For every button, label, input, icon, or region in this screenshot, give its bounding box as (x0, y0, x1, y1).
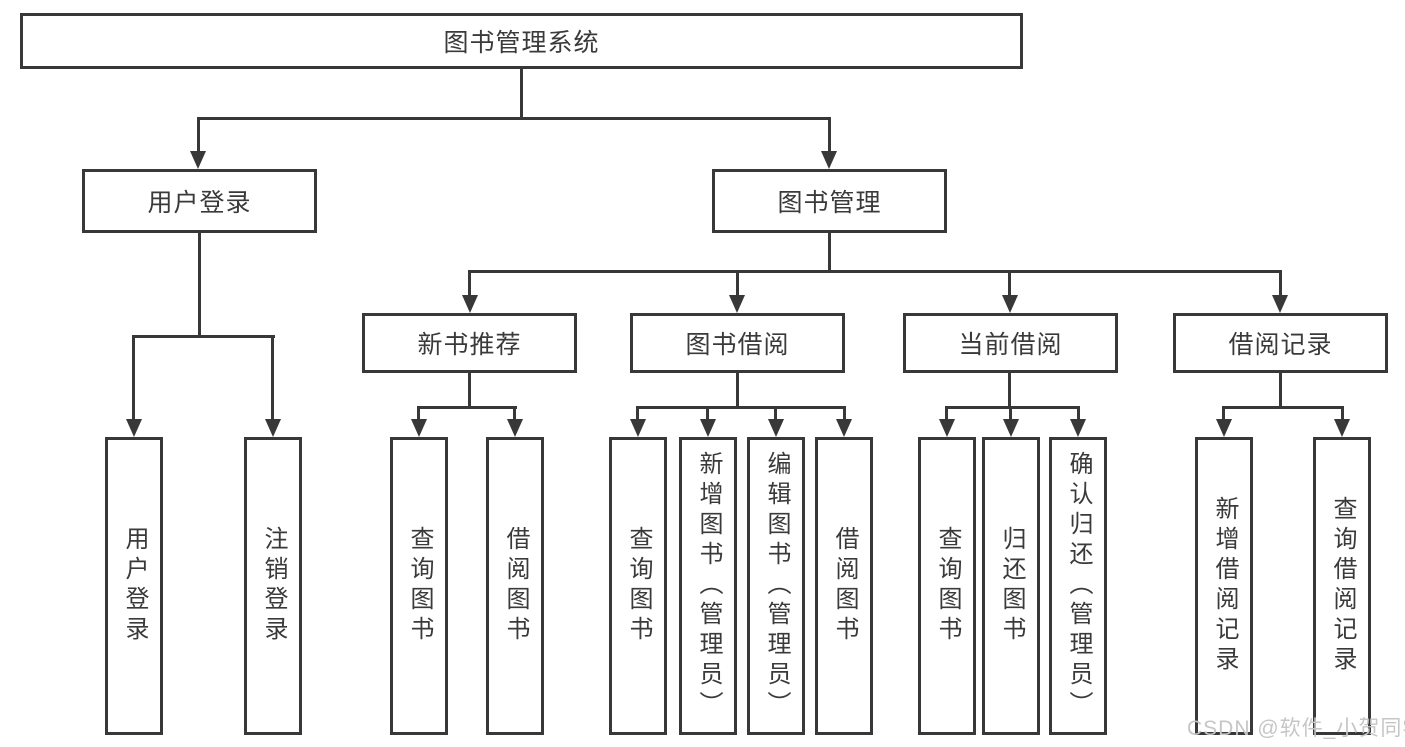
connector-line (736, 270, 739, 297)
arrowhead-down-icon (1070, 419, 1086, 437)
connector-line (468, 270, 1282, 273)
connector-line (1077, 406, 1080, 421)
connector-line (1341, 406, 1344, 421)
arrowhead-down-icon (1272, 295, 1288, 313)
connector-line (468, 373, 471, 409)
leaf-node-query-books-borrowing: 查询图书 (609, 437, 667, 735)
connector-line (1279, 373, 1282, 409)
connector-line (1008, 270, 1011, 297)
arrowhead-down-icon (462, 295, 478, 313)
leaf-label: 归还图书 (998, 526, 1025, 646)
arrowhead-down-icon (265, 419, 281, 437)
node-book-management: 图书管理 (712, 169, 947, 233)
connector-line (197, 117, 200, 153)
leaf-node-query-books-current: 查询图书 (918, 437, 976, 735)
leaf-node-borrow-books-recommend: 借阅图书 (486, 437, 544, 735)
arrowhead-down-icon (821, 151, 837, 169)
leaf-node-query-books-recommend: 查询图书 (390, 437, 448, 735)
leaf-label: 查询图书 (406, 526, 433, 646)
node-library-management-system: 图书管理系统 (20, 13, 1023, 69)
leaf-node-logout: 注销登录 (244, 437, 302, 735)
node-user-login: 用户登录 (82, 169, 317, 233)
arrowhead-down-icon (411, 419, 427, 437)
arrowhead-down-icon (630, 419, 646, 437)
arrowhead-down-icon (1003, 419, 1019, 437)
arrowhead-down-icon (729, 295, 745, 313)
leaf-label: 查询图书 (934, 526, 961, 646)
arrowhead-down-icon (700, 419, 716, 437)
leaf-node-user-login: 用户登录 (105, 437, 163, 735)
arrowhead-down-icon (190, 151, 206, 169)
leaf-label: 查询图书 (625, 526, 652, 646)
leaf-node-add-book-admin: 新增图书（管理员） (679, 437, 737, 735)
connector-line (468, 270, 471, 297)
connector-line (1008, 373, 1011, 409)
connector-line (513, 406, 516, 421)
connector-line (271, 335, 274, 421)
connector-line (1009, 406, 1012, 421)
leaf-node-add-borrow-record: 新增借阅记录 (1195, 437, 1253, 735)
arrowhead-down-icon (507, 419, 523, 437)
leaf-label: 新增借阅记录 (1211, 496, 1238, 676)
connector-line (828, 117, 831, 153)
connector-line (828, 233, 831, 273)
arrowhead-down-icon (1334, 419, 1350, 437)
node-current-borrowing: 当前借阅 (903, 313, 1118, 373)
leaf-node-edit-book-admin: 编辑图书（管理员） (747, 437, 805, 735)
leaf-node-confirm-return-admin: 确认归还（管理员） (1049, 437, 1107, 735)
arrowhead-down-icon (939, 419, 955, 437)
connector-line (706, 406, 709, 421)
leaf-label: 新增图书（管理员） (695, 451, 722, 721)
connector-line (1222, 406, 1344, 409)
connector-line (636, 406, 846, 409)
connector-line (736, 373, 739, 409)
leaf-label: 查询借阅记录 (1329, 496, 1356, 676)
arrowhead-down-icon (1002, 295, 1018, 313)
connector-line (132, 335, 275, 338)
arrowhead-down-icon (1216, 419, 1232, 437)
leaf-node-return-book: 归还图书 (982, 437, 1040, 735)
leaf-label: 确认归还（管理员） (1065, 451, 1092, 721)
connector-line (945, 406, 1080, 409)
connector-line (1222, 406, 1225, 421)
connector-line (197, 117, 831, 120)
connector-line (843, 406, 846, 421)
connector-line (198, 233, 201, 338)
connector-line (132, 335, 135, 421)
leaf-label: 用户登录 (121, 526, 148, 646)
connector-line (417, 406, 517, 409)
arrowhead-down-icon (768, 419, 784, 437)
leaf-node-query-borrow-record: 查询借阅记录 (1313, 437, 1371, 735)
node-book-borrowing: 图书借阅 (630, 313, 845, 373)
node-new-book-recommendation: 新书推荐 (362, 313, 577, 373)
watermark: CSDN @软件_小贺同学 (1187, 717, 1405, 740)
connector-line (1279, 270, 1282, 297)
arrowhead-down-icon (836, 419, 852, 437)
connector-line (417, 406, 420, 421)
connector-line (636, 406, 639, 421)
connector-line (520, 69, 523, 120)
arrowhead-down-icon (126, 419, 142, 437)
node-borrowing-records: 借阅记录 (1173, 313, 1388, 373)
leaf-label: 借阅图书 (831, 526, 858, 646)
connector-line (945, 406, 948, 421)
connector-line (774, 406, 777, 421)
leaf-node-borrow-books-borrowing: 借阅图书 (815, 437, 873, 735)
leaf-label: 编辑图书（管理员） (763, 451, 790, 721)
leaf-label: 借阅图书 (502, 526, 529, 646)
leaf-label: 注销登录 (260, 526, 287, 646)
